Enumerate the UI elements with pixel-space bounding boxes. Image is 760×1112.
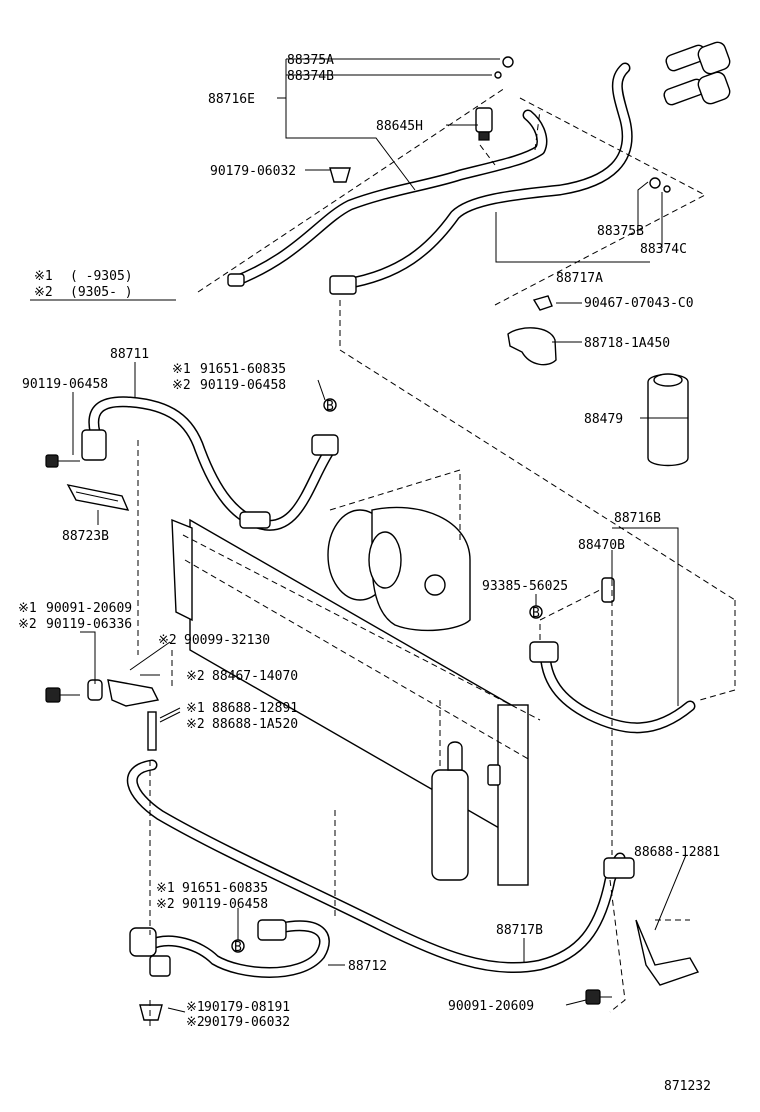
label-88375B: 88375B: [597, 224, 644, 239]
bolt-mark-2: B: [532, 606, 540, 621]
label-88375A: 88375A: [287, 53, 334, 68]
bracket-88718: [507, 327, 557, 366]
bracket-88688-right: [603, 857, 700, 986]
label-90179-08191-mark: ※1: [186, 1000, 205, 1015]
cap-90179-top: [329, 167, 351, 183]
receiver-dryer-on-condenser: [431, 741, 501, 881]
footnote-row2-value: (9305- ): [70, 285, 133, 300]
bolt-90091-left: [45, 679, 103, 703]
label-90099: 90099-32130: [184, 633, 270, 648]
label-88374C: 88374C: [640, 242, 687, 257]
label-90119-06336: 90119-06336: [46, 617, 132, 632]
pipe-88716E: [230, 109, 548, 287]
label-90091-bot: 90091-20609: [448, 999, 534, 1014]
label-88688-12891-mark: ※1: [186, 701, 205, 716]
label-88479: 88479: [584, 412, 623, 427]
footnote-row1-mark: ※1: [34, 269, 53, 284]
pipe-88717A: [339, 62, 633, 290]
label-90179-06032-top: 90179-06032: [210, 164, 296, 179]
label-91651-top-mark: ※1: [172, 362, 191, 377]
footnote-row2-mark: ※2: [34, 285, 53, 300]
label-90179-06032-bot: 90179-06032: [204, 1015, 290, 1030]
label-90119-top: 90119-06458: [200, 378, 286, 393]
label-88716B: 88716B: [614, 511, 661, 526]
stud-88688-left: [147, 711, 157, 751]
label-88723B: 88723B: [62, 529, 109, 544]
label-93385: 93385-56025: [482, 579, 568, 594]
label-88467: 88467-14070: [212, 669, 298, 684]
pipe-fittings-top-right: [494, 41, 731, 106]
label-88467-mark: ※2: [186, 669, 205, 684]
label-90119-06458-left: 90119-06458: [22, 377, 108, 392]
bolt-90119-left: [45, 454, 80, 468]
label-88688-1A520-mark: ※2: [186, 717, 205, 732]
compressor: [327, 506, 471, 632]
leader-lines: [72, 58, 688, 1013]
bolt-mark-1: B: [326, 399, 334, 414]
hose-88712: [144, 920, 330, 978]
label-88688-1A520: 88688-1A520: [212, 717, 298, 732]
label-90119-bot-mark: ※2: [156, 897, 175, 912]
label-90179-08191: 90179-08191: [204, 1000, 290, 1015]
gasket-88723B: [66, 484, 130, 511]
bolt-90091-bottom: [585, 989, 612, 1005]
label-90119-top-mark: ※2: [172, 378, 191, 393]
label-88711: 88711: [110, 347, 149, 362]
label-90119-bot: 90119-06458: [182, 897, 268, 912]
diagram-number: 871232: [664, 1079, 711, 1094]
condenser: [171, 518, 529, 886]
pipe-88716B-end: [529, 641, 559, 663]
clip-90467: [532, 295, 553, 311]
label-88716E: 88716E: [208, 92, 255, 107]
footnote-row1-value: ( -9305): [70, 269, 133, 284]
label-88645H: 88645H: [376, 119, 423, 134]
label-88688-12891: 88688-12891: [212, 701, 298, 716]
pipe-88717B: [126, 759, 626, 974]
label-88470B: 88470B: [578, 538, 625, 553]
part-labels: 88375A 88374B 88716E 88645H 90179-06032 …: [18, 53, 720, 1094]
label-91651-top: 91651-60835: [200, 362, 286, 377]
label-90091-left: 90091-20609: [46, 601, 132, 616]
label-88717B: 88717B: [496, 923, 543, 938]
phantom-lines: [137, 87, 736, 1030]
sensor-88470B: [601, 577, 615, 603]
bracket-88467: [107, 679, 160, 707]
label-88712: 88712: [348, 959, 387, 974]
label-88688-12881: 88688-12881: [634, 845, 720, 860]
footnote-legend: ※1 ( -9305) ※2 (9305- ): [34, 269, 133, 300]
pipe-88716B: [539, 644, 696, 734]
cap-90179-bottom: [139, 1004, 163, 1021]
hose-88711-ends: [81, 429, 339, 529]
label-88717A: 88717A: [556, 271, 603, 286]
hose-88711: [88, 396, 336, 531]
label-90099-mark: ※2: [158, 633, 177, 648]
label-91651-bot-mark: ※1: [156, 881, 175, 896]
bolt-mark-3: B: [234, 940, 242, 955]
label-91651-bot: 91651-60835: [182, 881, 268, 896]
pressure-switch-88645H: [475, 107, 493, 141]
label-88374B: 88374B: [287, 69, 334, 84]
label-90179-06032-bot-mark: ※2: [186, 1015, 205, 1030]
label-88718: 88718-1A450: [584, 336, 670, 351]
receiver-88479: [647, 373, 689, 467]
pipe-end-fittings: [227, 177, 671, 295]
label-90467: 90467-07043-C0: [584, 296, 694, 311]
label-90091-left-mark: ※1: [18, 601, 37, 616]
label-90119-06336-mark: ※2: [18, 617, 37, 632]
